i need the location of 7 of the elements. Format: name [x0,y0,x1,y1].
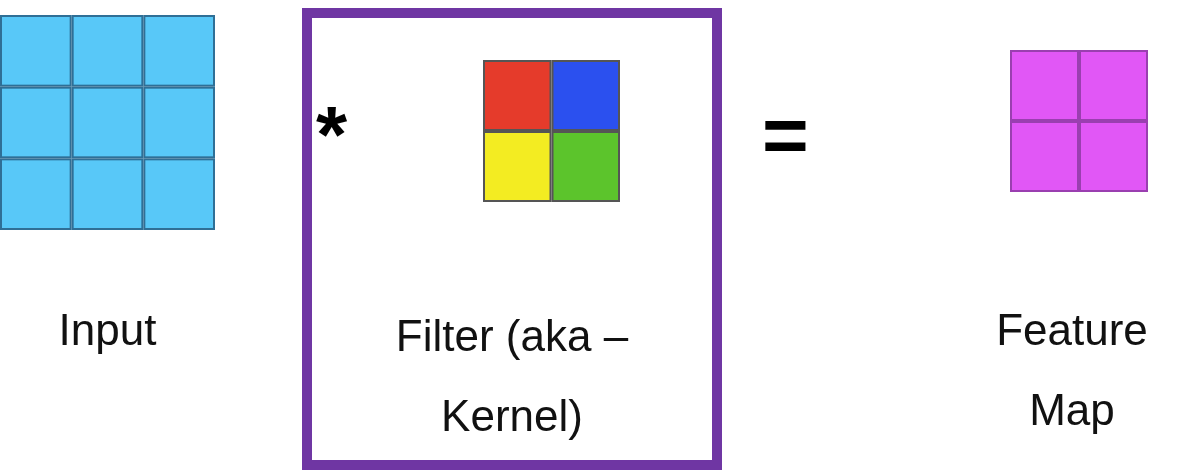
equals-sign: = [762,95,809,175]
feature-map-label: Feature Map [995,304,1149,436]
filter-grid-drawing [483,60,620,202]
convolution-operator: * [316,95,348,175]
input-label: Input [57,304,158,356]
filter-frame [302,8,722,470]
filter-label: Filter (aka – Kernel) [394,310,630,442]
